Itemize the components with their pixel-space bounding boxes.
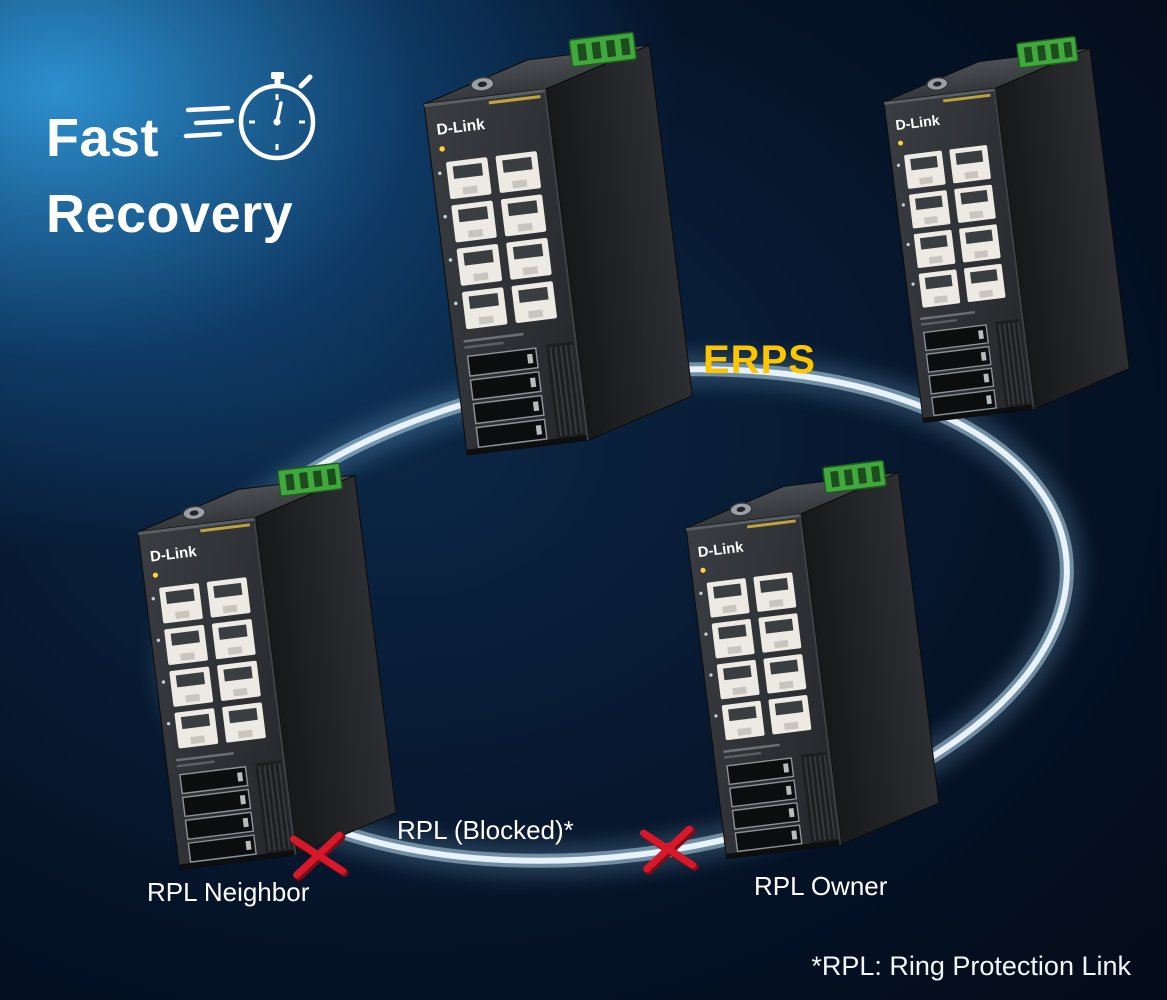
switch-node-top-right [878, 34, 1134, 424]
switch-node-rpl-neighbor [131, 460, 401, 871]
page-title: Fast Recovery [46, 100, 293, 252]
switch-node-top-left [417, 29, 698, 456]
title-line-2: Recovery [46, 184, 294, 244]
rpl-neighbor-label: RPL Neighbor [147, 877, 310, 907]
erps-label: ERPS [703, 338, 816, 382]
stopwatch-icon [182, 50, 332, 172]
rpl-footnote: *RPL: Ring Protection Link [811, 951, 1131, 981]
rpl-owner-label: RPL Owner [754, 871, 888, 901]
title-line-1: Fast [46, 108, 160, 168]
x-mark-icon-right [640, 825, 699, 875]
switch-node-rpl-owner [680, 457, 944, 860]
blocked-link-label: RPL (Blocked)* [397, 815, 574, 845]
x-mark-icon-left [290, 831, 349, 881]
